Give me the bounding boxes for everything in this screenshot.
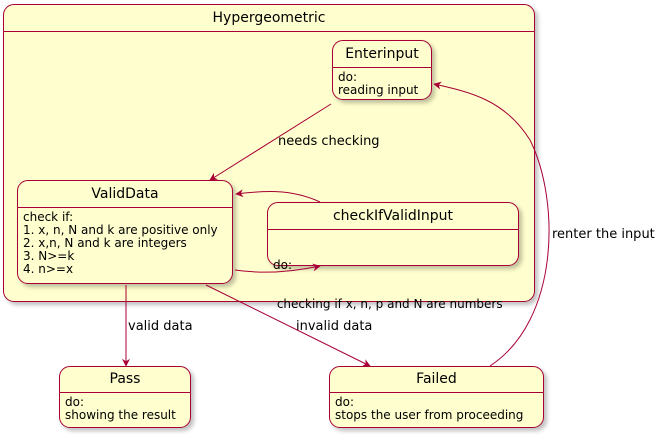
state-body-line: do:	[338, 70, 358, 84]
state-body-line: checking if x, n, p and N are numbers	[273, 297, 503, 311]
label-invalid-data: invalid data	[296, 319, 373, 334]
edge-failed-to-enterinput	[433, 81, 550, 367]
state-body-line: 1. x, n, N and k are positive only	[23, 223, 218, 237]
state-failed: Failed do: stops the user from proceedin…	[329, 366, 544, 428]
edge-checkifvalidinput-to-validdata	[235, 189, 321, 203]
state-validdata-body: check if: 1. x, n, N and k are positive …	[18, 208, 232, 276]
state-checkifvalidinput-title: checkIfValidInput	[268, 203, 518, 230]
state-enterinput-title: Enterinput	[333, 41, 431, 68]
state-validdata: ValidData check if: 1. x, n, N and k are…	[17, 180, 233, 284]
edge-enterinput-to-validdata	[209, 103, 332, 181]
state-body-line: do:	[65, 395, 85, 409]
label-needs-checking: needs checking	[278, 134, 380, 149]
state-failed-body: do: stops the user from proceeding	[330, 393, 543, 422]
state-enterinput: Enterinput do: reading input	[332, 40, 432, 100]
edge-validdata-to-failed	[205, 284, 371, 367]
state-checkifvalidinput-body: do: checking if x, n, p and N are number…	[268, 230, 518, 337]
label-valid-data: valid data	[128, 319, 193, 334]
state-pass-title: Pass	[60, 367, 190, 393]
state-body-line: showing the result	[65, 408, 176, 422]
state-body-line: reading input	[338, 83, 419, 97]
state-body-line: check if:	[23, 210, 74, 224]
state-enterinput-body: do: reading input	[333, 68, 431, 97]
state-body-line: 4. n>=x	[23, 262, 74, 276]
label-renter-the-input: renter the input	[552, 227, 655, 242]
state-pass-body: do: showing the result	[60, 393, 190, 422]
state-checkifvalidinput: checkIfValidInput do: checking if x, n, …	[267, 202, 519, 311]
state-body-line: 3. N>=k	[23, 249, 75, 263]
edge-validdata-to-checkifvalidinput	[234, 263, 321, 273]
state-body-line: do:	[335, 395, 355, 409]
state-validdata-title: ValidData	[18, 181, 232, 208]
state-pass: Pass do: showing the result	[59, 366, 191, 428]
state-failed-title: Failed	[330, 367, 543, 393]
state-body-line: do:	[273, 258, 293, 272]
state-body-line: stops the user from proceeding	[335, 408, 524, 422]
state-body-line: 2. x,n, N and k are integers	[23, 236, 187, 250]
composite-title: Hypergeometric	[4, 5, 534, 32]
